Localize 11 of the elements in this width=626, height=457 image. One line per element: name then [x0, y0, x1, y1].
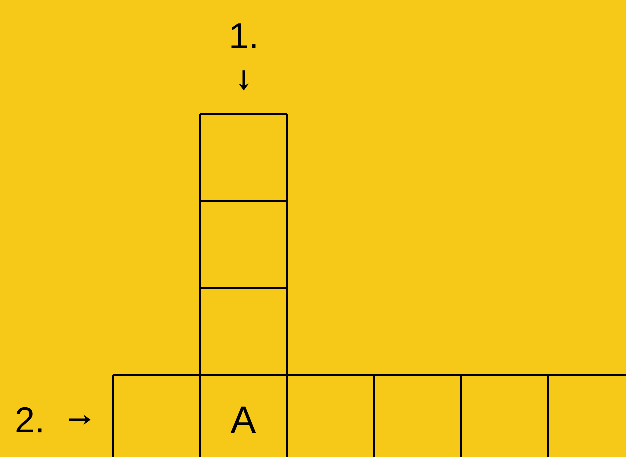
letter-cell: A — [199, 374, 288, 457]
grid-cell — [286, 374, 375, 457]
grid-cell — [547, 374, 626, 457]
clue-number: 1. — [232, 24, 256, 48]
clue-number: 2. — [16, 407, 42, 433]
grid-cell — [373, 374, 462, 457]
grid-cell — [460, 374, 549, 457]
grid-cell — [199, 113, 288, 202]
grid-cell — [112, 374, 201, 457]
grid-cell — [199, 201, 288, 289]
grid-cell — [199, 288, 288, 376]
